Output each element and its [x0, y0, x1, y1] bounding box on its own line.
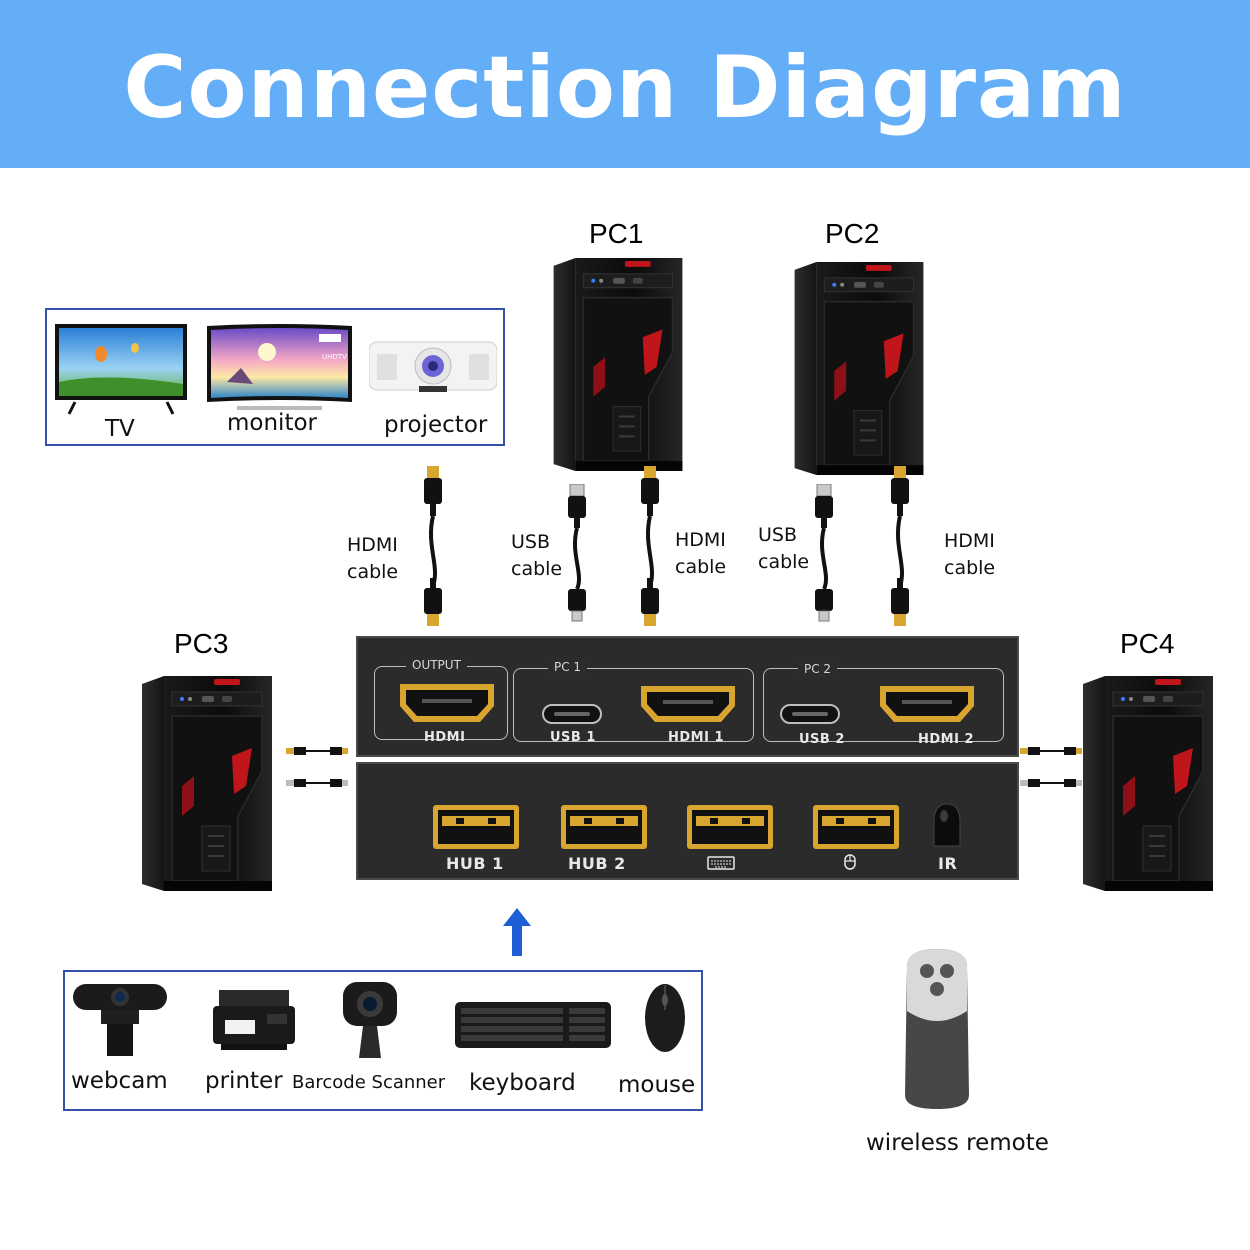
wireless-remote-label: wireless remote	[866, 1130, 1049, 1156]
hub1-label: HUB 1	[446, 854, 504, 873]
keyboard-label: keyboard	[469, 1070, 576, 1096]
cable-label-line: HDMI	[675, 529, 726, 551]
monitor-image: UHDTV	[207, 324, 352, 410]
pc1-group-label: PC 1	[548, 660, 588, 674]
keyboard-usb-port[interactable]	[686, 804, 774, 850]
up-arrow-icon	[503, 908, 531, 956]
tv-label: TV	[105, 416, 135, 442]
hdmi-output-port-label: HDMI	[424, 730, 466, 745]
hdmi-pc1-cable-label: HDMI cable	[675, 527, 726, 581]
usb-pc2-cable-label: USB cable	[758, 522, 809, 576]
keyboard-icon	[707, 856, 735, 870]
svg-text:UHDTV: UHDTV	[322, 353, 347, 361]
pc4-tower	[1083, 676, 1213, 891]
usb-pc1-cable-label: USB cable	[511, 529, 562, 583]
usb2-port-label: USB 2	[799, 732, 845, 747]
hub2-label: HUB 2	[568, 854, 626, 873]
usb-pc2-cable	[809, 484, 839, 624]
hdmi-pc1-cable	[635, 466, 665, 626]
header-banner	[0, 0, 1250, 168]
mouse-image	[645, 984, 685, 1052]
mouse-usb-port[interactable]	[812, 804, 900, 850]
usb-c-port-2[interactable]	[780, 704, 840, 724]
cable-label-line: cable	[758, 551, 810, 573]
ir-label: IR	[938, 854, 958, 873]
pc2-group-label: PC 2	[798, 662, 838, 676]
usb-pc1-cable	[562, 484, 592, 624]
cable-label-line: cable	[944, 557, 996, 579]
mouse-label: mouse	[618, 1072, 696, 1098]
cable-label-line: USB	[511, 531, 551, 553]
hdmi-pc2-cable-label: HDMI cable	[944, 528, 995, 582]
webcam-image	[73, 984, 167, 1056]
switch-front-panel: HUB 1 HUB 2 IR	[356, 762, 1019, 880]
hdmi-output-cable	[418, 466, 448, 626]
usb1-port-label: USB 1	[550, 730, 596, 745]
peripherals-box: webcam printer Barcode Scanner keyboard …	[63, 970, 703, 1111]
pc3-side-cables	[286, 747, 348, 787]
barcode-scanner-image	[343, 982, 397, 1058]
cable-label-line: cable	[675, 556, 727, 578]
hdmi-output-cable-label: HDMI cable	[347, 532, 398, 586]
cable-label-line: USB	[758, 524, 798, 546]
page-title: Connection Diagram	[123, 38, 1127, 138]
usb-c-port-1[interactable]	[542, 704, 602, 724]
hdmi-1-port[interactable]	[639, 684, 737, 724]
cable-label-line: cable	[511, 558, 563, 580]
cable-label-line: HDMI	[944, 530, 995, 552]
mouse-icon	[844, 854, 856, 870]
webcam-label: webcam	[71, 1068, 168, 1094]
output-group-label: OUTPUT	[406, 658, 467, 672]
pc1-tower	[553, 258, 683, 471]
monitor-label: monitor	[227, 410, 317, 436]
hdmi1-port-label: HDMI 1	[668, 730, 725, 745]
tv-image	[55, 324, 187, 415]
pc4-label: PC4	[1120, 628, 1175, 659]
pc2-tower	[794, 262, 924, 475]
pc2-group-frame	[763, 668, 1004, 742]
hdmi-output-port[interactable]	[398, 682, 496, 724]
wireless-remote-image	[905, 949, 969, 1109]
hdmi-pc2-cable	[885, 466, 915, 626]
printer-label: printer	[205, 1068, 283, 1094]
cable-label-line: HDMI	[347, 534, 398, 556]
hdmi2-port-label: HDMI 2	[918, 732, 975, 747]
hub2-usb-port[interactable]	[560, 804, 648, 850]
ir-receiver	[933, 803, 961, 847]
switch-back-panel: OUTPUT HDMI PC 1 USB 1 HDMI 1 PC 2 USB 2…	[356, 636, 1019, 757]
hub1-usb-port[interactable]	[432, 804, 520, 850]
pc1-label: PC1	[589, 218, 644, 249]
pc2-label: PC2	[825, 218, 880, 249]
hdmi-2-port[interactable]	[878, 684, 976, 724]
pc4-side-cables	[1020, 747, 1082, 787]
pc1-group-frame	[513, 668, 754, 742]
keyboard-image	[455, 1002, 611, 1048]
pc3-tower	[142, 676, 272, 891]
display-devices-box: TV UHDTV monitor projector	[45, 308, 505, 446]
barcode-scanner-label: Barcode Scanner	[292, 1072, 446, 1093]
projector-label: projector	[384, 412, 488, 438]
pc3-label: PC3	[174, 628, 229, 659]
printer-image	[213, 990, 295, 1050]
projector-image	[369, 341, 497, 392]
cable-label-line: cable	[347, 561, 399, 583]
